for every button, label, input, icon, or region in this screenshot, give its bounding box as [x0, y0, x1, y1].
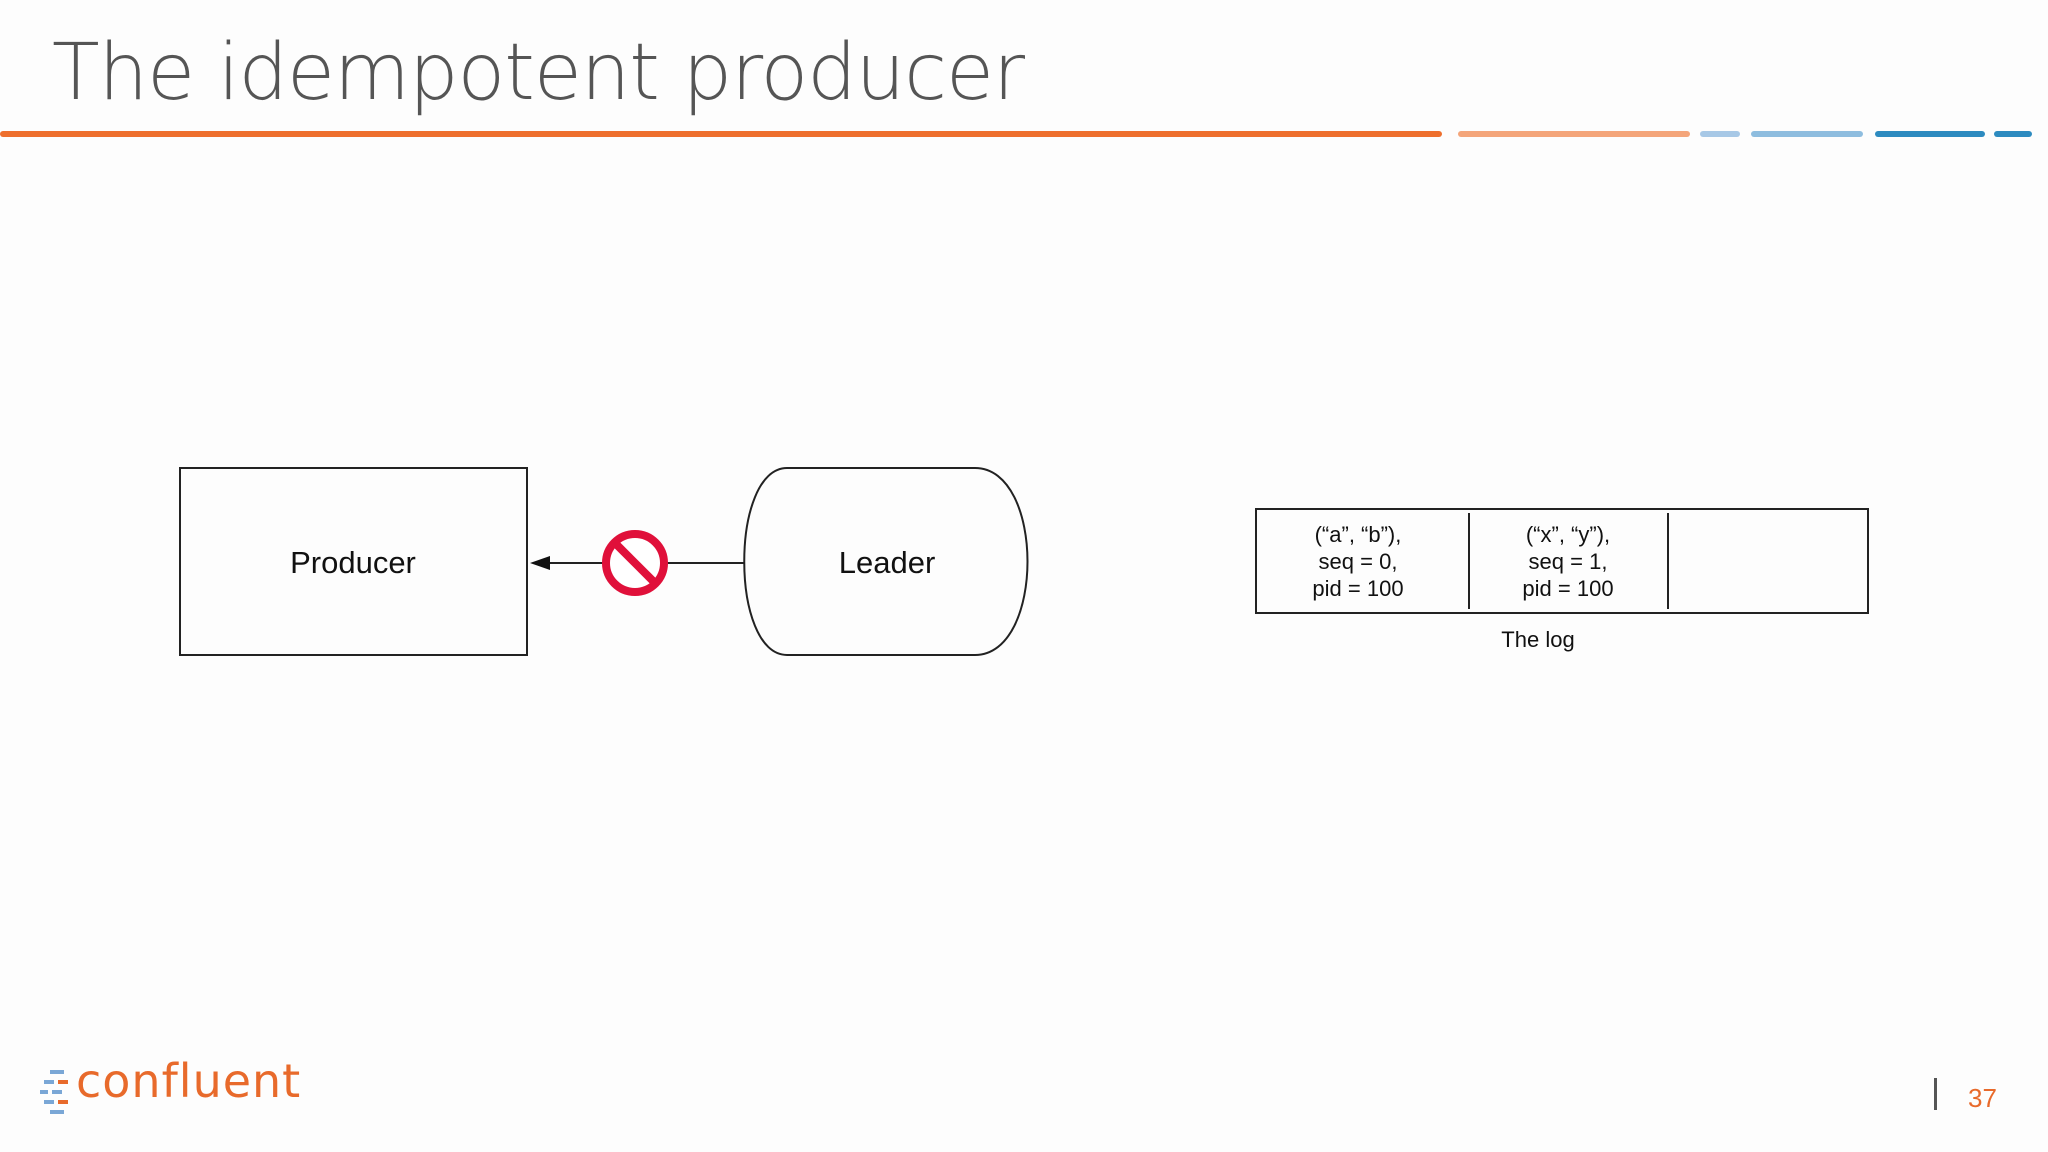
producer-label: Producer: [290, 545, 416, 580]
leader-shape: [743, 467, 1029, 656]
log-entry-0-line3: pid = 100: [1312, 576, 1403, 601]
log-entry-1-line1: (“x”, “y”),: [1526, 522, 1610, 547]
log-entry-1-line3: pid = 100: [1522, 576, 1613, 601]
log-entry-1-line2: seq = 1,: [1529, 549, 1608, 574]
confluent-logo-icon: [40, 1070, 68, 1114]
log-entry-1: (“x”, “y”), seq = 1, pid = 100: [1522, 522, 1613, 601]
title-rule-blue-1: [1875, 131, 1985, 137]
slide-title: The idempotent producer: [52, 28, 1025, 118]
log-box: [1255, 508, 1869, 614]
log-entry-0-line1: (“a”, “b”),: [1315, 522, 1402, 547]
title-rule-light-blue-2: [1751, 131, 1863, 137]
title-rule-blue-2: [1994, 131, 2032, 137]
leader-label: Leader: [839, 545, 936, 580]
response-arrowhead: [530, 556, 550, 570]
page-number: 37: [1968, 1083, 1997, 1113]
log-entry-0-line2: seq = 0,: [1319, 549, 1398, 574]
log-caption: The log: [1501, 627, 1574, 652]
title-rule-light-orange: [1458, 131, 1690, 137]
producer-box: [179, 467, 528, 656]
log-entry-0: (“a”, “b”), seq = 0, pid = 100: [1312, 522, 1403, 601]
confluent-logo-text: confluent: [76, 1054, 302, 1108]
title-rule-light-blue-1: [1700, 131, 1740, 137]
title-rule-orange: [0, 131, 1442, 137]
page-number-separator: [1934, 1078, 1937, 1110]
prohibited-icon: [602, 530, 668, 596]
